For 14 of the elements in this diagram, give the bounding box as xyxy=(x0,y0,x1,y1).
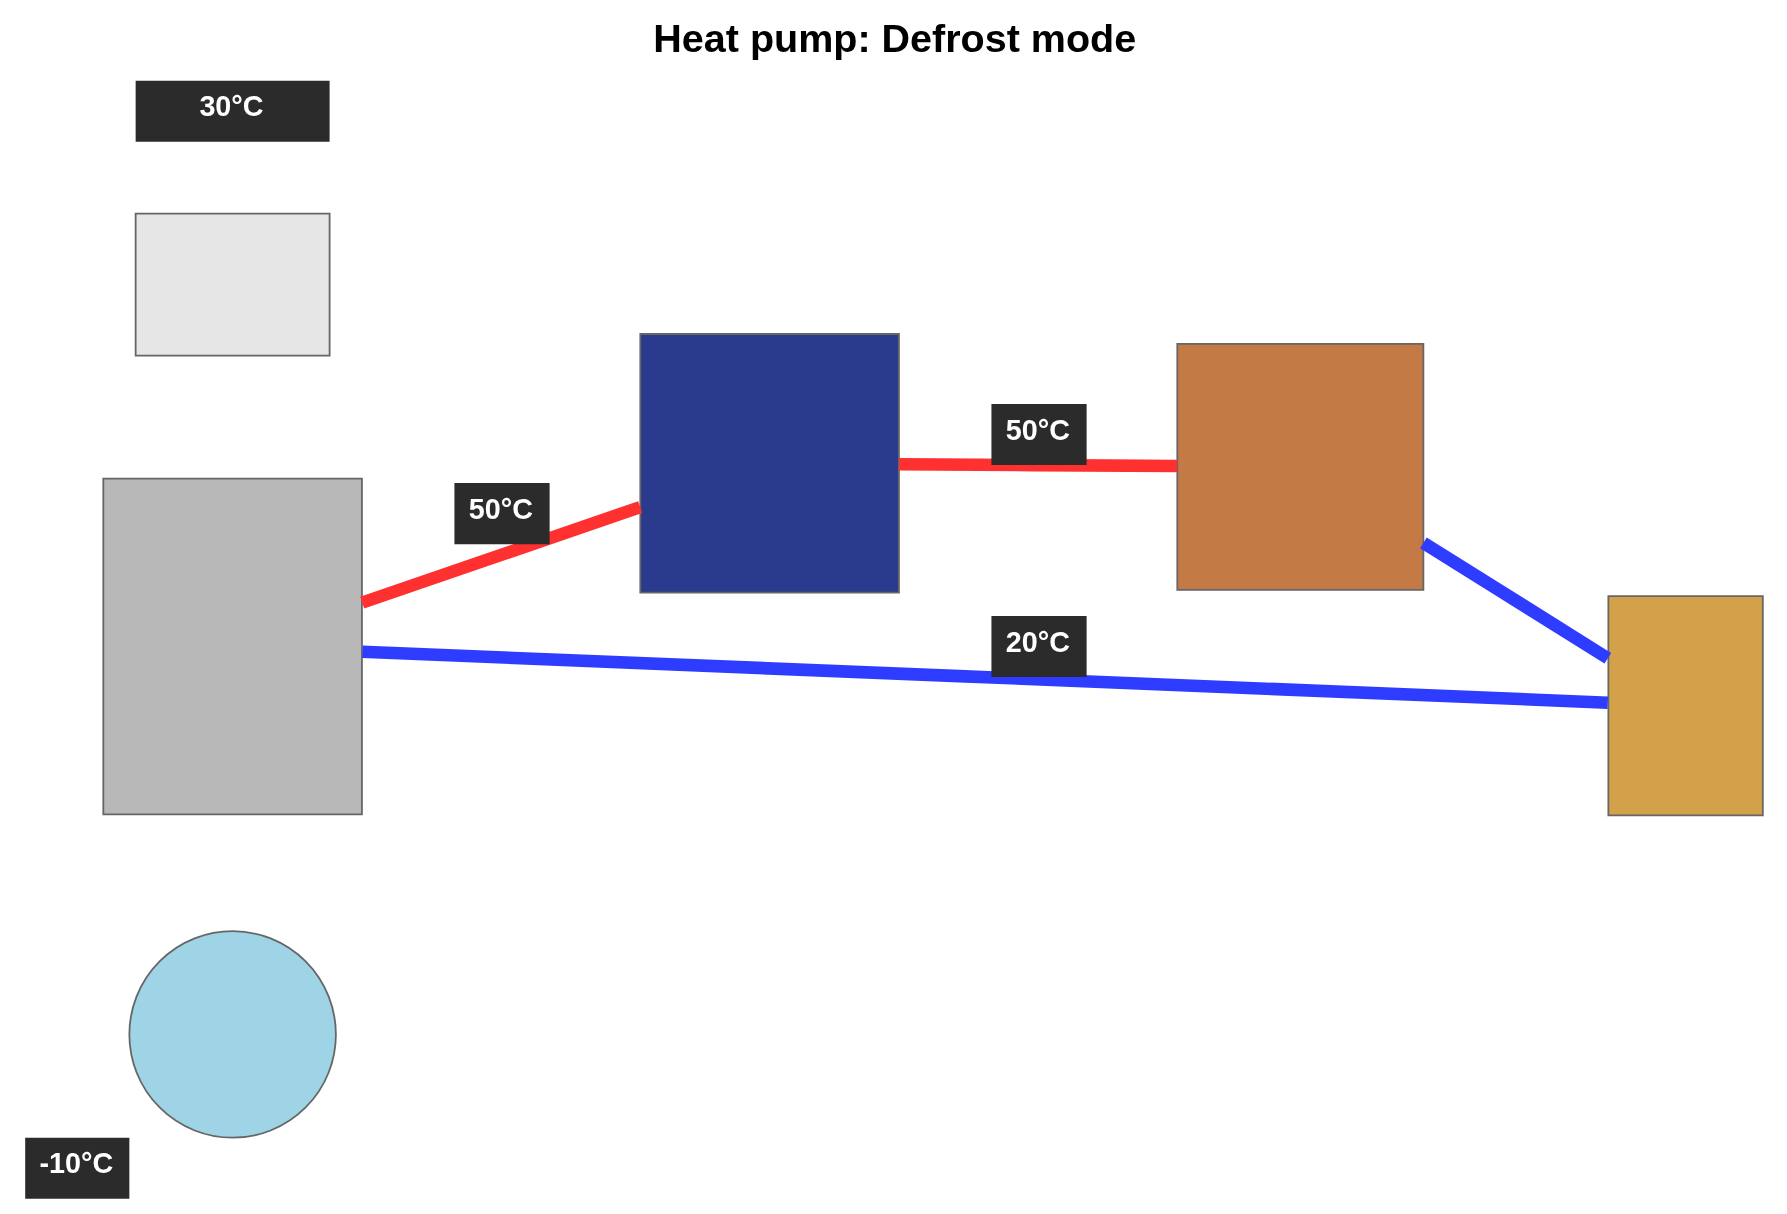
node-box xyxy=(101,477,363,816)
node-label: 30°C xyxy=(198,90,264,123)
diagram-title: Heat pump: Defrost mode xyxy=(652,16,1136,61)
connector xyxy=(1419,537,1611,664)
node-box xyxy=(638,333,900,594)
edge-label: 50°C xyxy=(1005,413,1070,446)
connector xyxy=(898,457,1177,473)
edge-label: 50°C xyxy=(468,492,533,525)
edge-label: 20°C xyxy=(1005,625,1070,658)
connector xyxy=(361,645,1608,709)
node-label: -10°C xyxy=(39,1147,113,1180)
node-box xyxy=(1175,343,1424,591)
node-box xyxy=(1606,595,1764,817)
connector xyxy=(359,501,642,609)
